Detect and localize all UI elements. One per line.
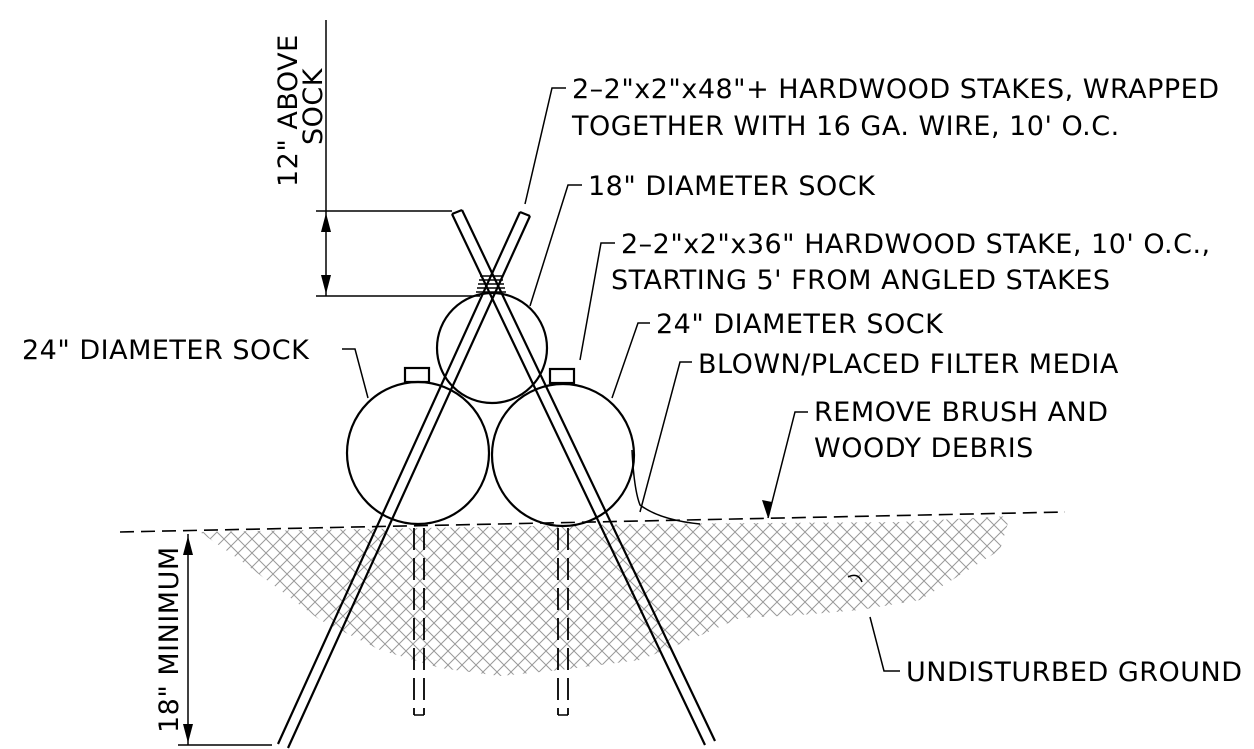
leader-top-sock: [529, 184, 582, 307]
dimension-12-above-sock: [316, 20, 480, 297]
label-right-sock: 24" DIAMETER SOCK: [656, 309, 944, 340]
leader-brush: [767, 411, 808, 519]
leader-brush-arrow: [762, 500, 772, 518]
label-straight-stakes-line1: 2–2"x2"x36" HARDWOOD STAKE, 10' O.C.,: [621, 229, 1211, 260]
label-filter-media: BLOWN/PLACED FILTER MEDIA: [698, 349, 1119, 380]
undisturbed-ground-hatch: [200, 516, 1010, 676]
label-left-sock: 24" DIAMETER SOCK: [22, 335, 310, 366]
leader-angled-stakes: [524, 87, 566, 205]
leader-right-sock: [611, 322, 650, 399]
left-sock-circle: [345, 380, 491, 526]
dim-above-sock-line1: 12" ABOVE: [273, 34, 304, 187]
label-straight-stakes-line2: STARTING 5' FROM ANGLED STAKES: [611, 265, 1111, 296]
wire-wrap: [476, 275, 506, 293]
leader-straight-stakes: [579, 242, 615, 361]
ground-tick: [847, 574, 863, 583]
dimension-18-minimum: [178, 534, 272, 746]
top-sock-circle: [435, 291, 549, 405]
label-undisturbed-ground: UNDISTURBED GROUND: [906, 657, 1243, 688]
dim-depth: 18" MINIMUM: [154, 546, 185, 733]
label-brush-line2: WOODY DEBRIS: [814, 433, 1034, 464]
right-sock-cap: [548, 367, 576, 385]
leader-undisturbed-ground: [869, 616, 900, 672]
angled-stake-left: [451, 208, 716, 746]
label-brush-line1: REMOVE BRUSH AND: [814, 397, 1109, 428]
left-sock-cap: [403, 366, 431, 384]
right-sock-circle: [490, 382, 636, 528]
angled-stake-right: [276, 210, 532, 749]
label-angled-stakes-line1: 2–2"x2"x48"+ HARDWOOD STAKES, WRAPPED: [572, 74, 1220, 105]
leader-filter-media: [639, 361, 692, 513]
straight-stake-right: [557, 528, 569, 716]
label-angled-stakes-line2: TOGETHER WITH 16 GA. WIRE, 10' O.C.: [571, 111, 1120, 142]
dim-above-sock-line2: SOCK: [298, 67, 329, 145]
ground-line: [119, 511, 1066, 533]
filter-media-wedge: [631, 449, 701, 525]
leader-left-sock: [342, 348, 369, 399]
straight-stake-left: [413, 528, 425, 716]
label-top-sock: 18" DIAMETER SOCK: [588, 171, 876, 202]
